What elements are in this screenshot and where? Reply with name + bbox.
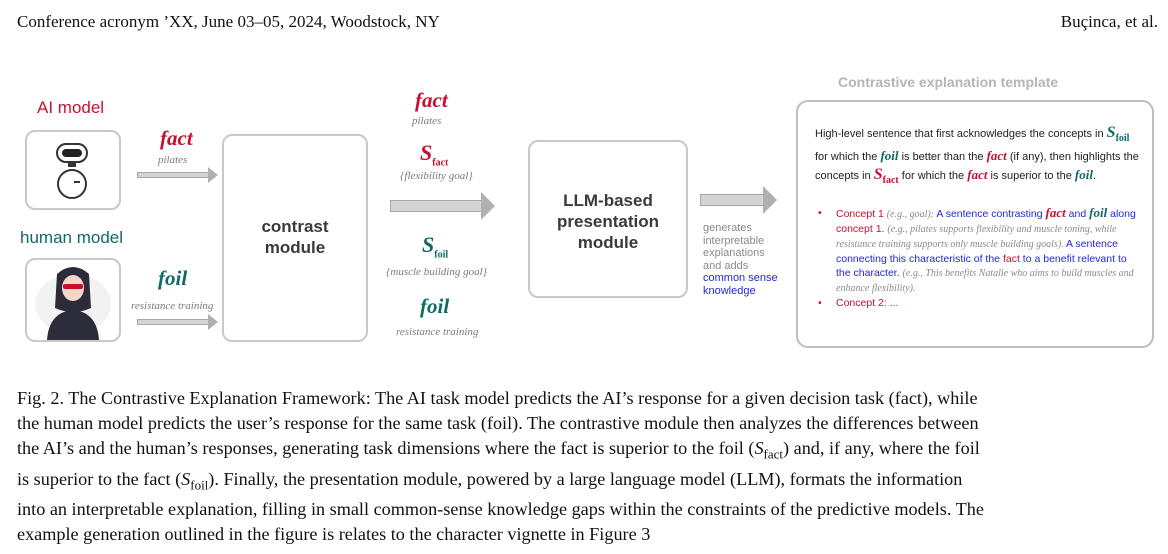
foil-word-mid: foil (420, 294, 450, 318)
c1-foil: foil (1089, 205, 1108, 220)
generates-line3: explanations (703, 247, 765, 259)
figure-caption: Fig. 2. The Contrastive Explanation Fram… (17, 386, 1162, 547)
c1-text: A sentence connecting this characteristi… (836, 238, 1118, 265)
arrow-foil-to-contrast (137, 314, 218, 330)
ai-robot-icon (25, 130, 121, 210)
caption-line: is superior to the fact (Sfoil). Finally… (17, 467, 1162, 498)
contrast-module-label: contrast module (222, 216, 368, 258)
concept2-item: • Concept 2: ... (818, 296, 1142, 310)
llm-module-line2: presentation (556, 212, 660, 231)
template-box (796, 100, 1154, 348)
caption-text: ) and, if any, where the foil (783, 438, 980, 458)
foil-example: resistance training (131, 300, 214, 312)
c1-text: and (1068, 208, 1087, 220)
llm-module-box (528, 140, 688, 298)
bullet: • (818, 297, 822, 309)
s-fact-sub: fact (432, 157, 449, 169)
tmpl-text: High-level sentence that first acknowled… (815, 128, 1104, 140)
caption-text: ). Finally, the presentation module, pow… (208, 468, 963, 489)
running-header-left: Conference acronym ’XX, June 03–05, 2024… (17, 12, 440, 31)
fact-example-mid: pilates (412, 115, 442, 127)
caption-sub-foil: foil (190, 477, 209, 493)
caption-s: S (754, 438, 764, 458)
template-intro: High-level sentence that first acknowled… (815, 124, 1139, 187)
contrast-module-line1: contrast (261, 217, 329, 236)
tmpl-text: is superior (990, 170, 1042, 183)
c1-concept: concept 1. (836, 223, 885, 235)
concept1-eg: (e.g., goal): (886, 209, 935, 220)
human-model-label: human model (20, 228, 124, 247)
tmpl-s-fact: Sfact (873, 166, 899, 187)
concept1-item: • Concept 1 (e.g., goal): A sentence con… (818, 206, 1142, 296)
s-foil-sub: foil (434, 249, 449, 261)
arrow-fact-to-contrast (137, 167, 218, 183)
caption-s: S (181, 468, 191, 489)
c1-text: to a benefit relevant to the character. (836, 253, 1127, 279)
llm-module-label: LLM-based presentation module (528, 190, 688, 253)
c1-text: along (1110, 208, 1136, 220)
fact-example: pilates (158, 154, 188, 166)
caption-line: the human model predicts the user’s resp… (17, 413, 979, 433)
s-letter: S (420, 140, 433, 165)
fact-word-mid: fact (415, 88, 448, 112)
s-fact-symbol: Sfact (420, 140, 448, 168)
generates-note: generates interpretable explanations and… (703, 222, 778, 297)
generates-line4: and adds (703, 259, 749, 272)
concept1-label: Concept 1 (836, 208, 884, 220)
caption-sub-fact: fact (763, 446, 784, 462)
tmpl-text: for which the (815, 151, 878, 164)
tmpl-foil: foil (880, 148, 899, 164)
c1-text: A sentence contrasting (936, 208, 1043, 220)
generates-line2: interpretable (703, 234, 765, 247)
tmpl-text: highlights the concepts in (815, 151, 1139, 183)
caption-text: is superior to the fact ( (17, 468, 182, 489)
concept2-label: Concept 2: ... (836, 297, 899, 309)
generates-line1: generates (703, 222, 752, 234)
caption-line: into an interpretable explanation, filli… (17, 499, 984, 520)
contrast-module-line2: module (264, 238, 326, 257)
tmpl-s-foil: Sfoil (1106, 124, 1130, 145)
llm-module-line1: LLM-based (563, 191, 653, 210)
tmpl-text: (if any), then (1009, 151, 1071, 164)
fact-word: fact (160, 126, 193, 150)
foil-word: foil (158, 266, 188, 290)
template-title: Contrastive explanation template (838, 74, 1059, 90)
caption-line: the AI’s and the human’s responses, gene… (17, 436, 1162, 467)
tmpl-fact: fact (986, 148, 1007, 164)
caption-line: Fig. 2. The Contrastive Explanation Fram… (17, 388, 978, 408)
arrow-contrast-to-llm (390, 192, 495, 220)
contrast-module-box (222, 134, 368, 342)
tmpl-fact: fact (967, 167, 988, 183)
c1-eg2: (e.g., This benefits Natalie who aims to… (836, 268, 1134, 294)
ai-model-label: AI model (37, 98, 105, 117)
c1-eg: (e.g., pilates supports flexibility and … (836, 224, 1117, 250)
s-foil-example: {muscle building goal} (386, 266, 488, 278)
tmpl-text: to the (1044, 170, 1072, 183)
caption-line: example generation outlined in the figur… (17, 524, 651, 545)
s-foil-sub: foil (1115, 133, 1130, 145)
tmpl-foil: foil (1074, 167, 1093, 183)
s-fact-example: {flexibility goal} (400, 170, 473, 182)
c1-fact: fact (1045, 205, 1066, 220)
tmpl-text: is better than the (901, 151, 984, 164)
s-fact-sub: fact (882, 175, 899, 187)
human-avatar-icon (25, 258, 121, 342)
c1-fact-plain: fact (1002, 253, 1020, 265)
s-letter: S (1106, 124, 1116, 141)
tmpl-text: for which the (901, 170, 965, 183)
caption-text: the AI’s and the human’s responses, gene… (17, 438, 755, 458)
common-sense-line1: common sense (703, 272, 778, 284)
llm-module-line3: module (577, 233, 639, 252)
bullet: • (818, 207, 822, 219)
running-header-right: Buçinca, et al. (1060, 12, 1158, 31)
template-concepts: • Concept 1 (e.g., goal): A sentence con… (818, 206, 1142, 310)
foil-example-mid: resistance training (396, 326, 479, 338)
figure: AI model human model fact pilates foil r… (0, 60, 1168, 360)
arrow-llm-to-template (700, 186, 777, 214)
s-letter: S (873, 166, 883, 184)
s-foil-symbol: Sfoil (422, 232, 448, 260)
s-letter: S (422, 232, 435, 257)
common-sense-line2: knowledge (703, 284, 756, 297)
